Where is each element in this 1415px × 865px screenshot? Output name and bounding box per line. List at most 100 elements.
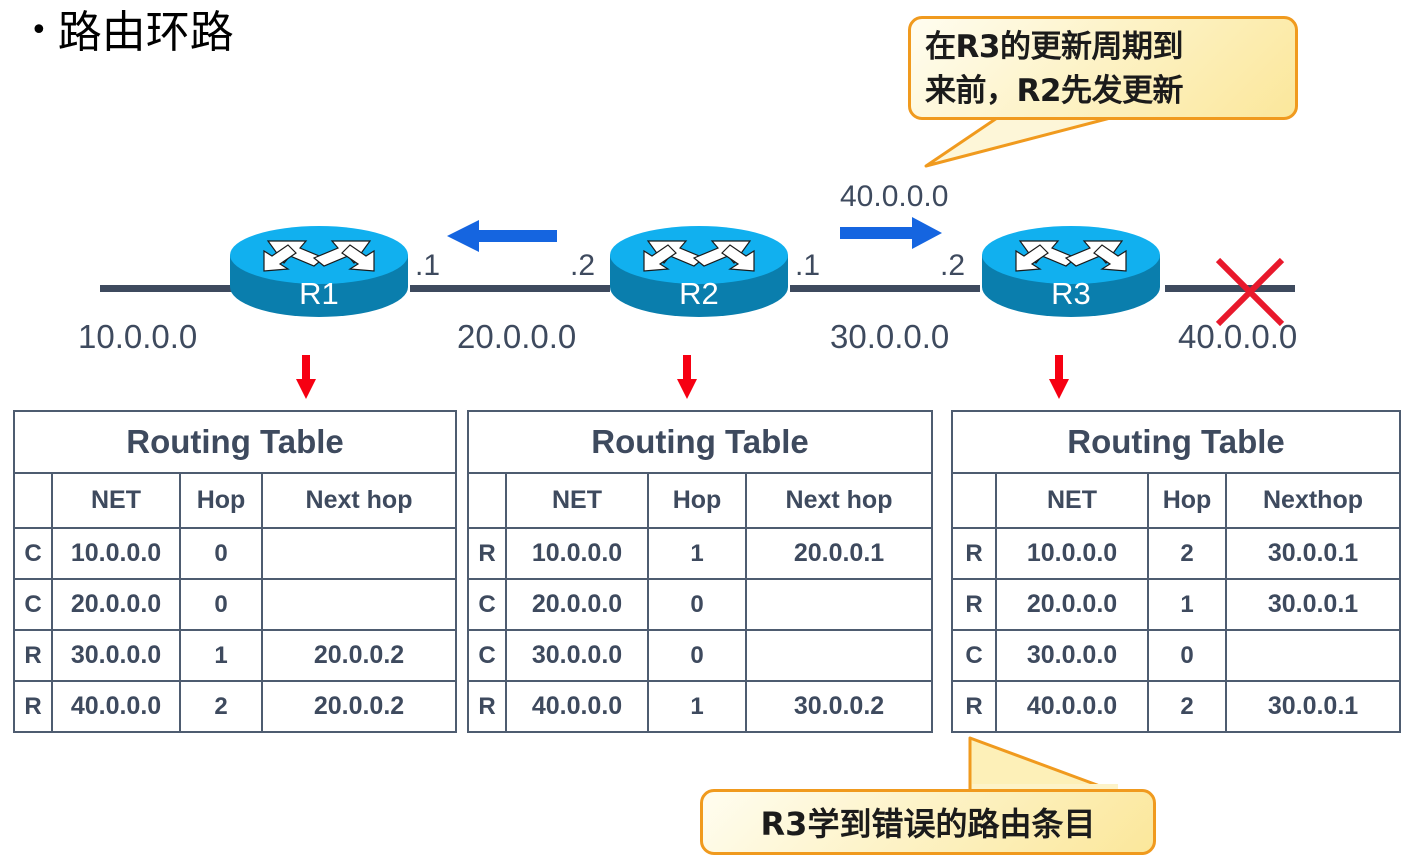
interface-label-r1-e1: .1 (415, 249, 441, 282)
cell-hop: 2 (1147, 680, 1227, 733)
cell-flag: C (951, 629, 997, 682)
cell-flag: C (467, 578, 507, 631)
routing-table-r2-title: Routing Table (467, 410, 933, 474)
interface-label-r2-e1: .1 (795, 249, 821, 282)
routing-table-r3: Routing Table NET Hop Nexthop R 10.0.0.0… (951, 410, 1401, 733)
routing-table-r2: Routing Table NET Hop Next hop R 10.0.0.… (467, 410, 933, 733)
cell-hop: 1 (647, 680, 747, 733)
router-r2: R2 (608, 225, 790, 320)
table-header-row: NET Hop Next hop (467, 472, 933, 529)
network-label-30: 30.0.0.0 (830, 318, 950, 355)
table-title-row: Routing Table (951, 410, 1401, 474)
cell-flag: R (951, 578, 997, 631)
cell-nexthop: 20.0.0.1 (745, 527, 933, 580)
cell-nexthop: 20.0.0.2 (261, 680, 457, 733)
cell-flag: R (951, 527, 997, 580)
cell-flag: R (467, 680, 507, 733)
cell-net: 20.0.0.0 (505, 578, 649, 631)
table-row: C 10.0.0.0 0 (13, 527, 457, 580)
cell-flag: C (13, 578, 53, 631)
table-row: R 10.0.0.0 1 20.0.0.1 (467, 527, 933, 580)
column-header-hop: Hop (179, 472, 263, 529)
table-title-row: Routing Table (13, 410, 457, 474)
column-header-nexthop: Next hop (261, 472, 457, 529)
cell-nexthop: 30.0.0.1 (1225, 680, 1401, 733)
callout-top-line-2: 来前，R2先发更新 (925, 73, 1183, 109)
cell-hop: 1 (647, 527, 747, 580)
network-link-10 (100, 285, 240, 292)
table-row: C 20.0.0.0 0 (467, 578, 933, 631)
routing-table-r3-title: Routing Table (951, 410, 1401, 474)
table-row: R 20.0.0.0 1 30.0.0.1 (951, 578, 1401, 631)
cell-nexthop (745, 578, 933, 631)
cell-net: 30.0.0.0 (505, 629, 649, 682)
cell-nexthop: 30.0.0.2 (745, 680, 933, 733)
page-title: • 路由环路 (30, 2, 234, 62)
column-header-nexthop: Nexthop (1225, 472, 1401, 529)
routing-table-r1: Routing Table NET Hop Next hop C 10.0.0.… (13, 410, 457, 733)
routing-table-r1-title: Routing Table (13, 410, 457, 474)
callout-top: 在R3的更新周期到 来前，R2先发更新 (908, 16, 1298, 120)
network-label-40: 40.0.0.0 (1178, 318, 1298, 355)
column-header-hop: Hop (1147, 472, 1227, 529)
callout-bottom-text: R3学到错误的路由条目 (760, 805, 1096, 843)
cell-hop: 0 (647, 629, 747, 682)
cell-flag: C (467, 629, 507, 682)
cell-hop: 1 (1147, 578, 1227, 631)
column-header-net: NET (51, 472, 181, 529)
table-row: C 30.0.0.0 0 (951, 629, 1401, 682)
cell-hop: 0 (647, 578, 747, 631)
table-row: R 40.0.0.0 2 30.0.0.1 (951, 680, 1401, 733)
cell-nexthop (261, 578, 457, 631)
cell-flag: R (13, 680, 53, 733)
column-header-hop: Hop (647, 472, 747, 529)
cell-flag: R (13, 629, 53, 682)
table-row: R 10.0.0.0 2 30.0.0.1 (951, 527, 1401, 580)
cell-net: 40.0.0.0 (505, 680, 649, 733)
callout-bottom: R3学到错误的路由条目 (700, 789, 1156, 855)
network-label-20: 20.0.0.0 (457, 318, 577, 355)
cell-hop: 0 (179, 578, 263, 631)
column-header-nexthop: Next hop (745, 472, 933, 529)
table-header-row: NET Hop Nexthop (951, 472, 1401, 529)
cell-net: 10.0.0.0 (995, 527, 1149, 580)
network-link-30 (790, 285, 980, 292)
router-r3: R3 (980, 225, 1162, 320)
cell-net: 10.0.0.0 (51, 527, 181, 580)
column-header-flag (951, 472, 997, 529)
cell-nexthop (1225, 629, 1401, 682)
table-row: R 40.0.0.0 1 30.0.0.2 (467, 680, 933, 733)
page-title-text: 路由环路 (57, 7, 234, 58)
column-header-net: NET (505, 472, 649, 529)
cell-net: 30.0.0.0 (995, 629, 1149, 682)
network-link-20 (410, 285, 610, 292)
cell-nexthop (261, 527, 457, 580)
cell-hop: 2 (179, 680, 263, 733)
table-row: R 40.0.0.0 2 20.0.0.2 (13, 680, 457, 733)
cell-nexthop: 20.0.0.2 (261, 629, 457, 682)
cell-net: 40.0.0.0 (995, 680, 1149, 733)
update-network-label: 40.0.0.0 (840, 180, 949, 213)
table-title-row: Routing Table (467, 410, 933, 474)
network-topology-diagram: R1 R2 R3 .1 . (0, 170, 1415, 370)
table-row: C 30.0.0.0 0 (467, 629, 933, 682)
pointer-arrow-r1-icon (295, 355, 317, 406)
cell-net: 40.0.0.0 (51, 680, 181, 733)
cell-flag: R (951, 680, 997, 733)
cell-hop: 2 (1147, 527, 1227, 580)
cell-flag: C (13, 527, 53, 580)
cell-hop: 0 (1147, 629, 1227, 682)
cell-net: 10.0.0.0 (505, 527, 649, 580)
cell-flag: R (467, 527, 507, 580)
table-row: C 20.0.0.0 0 (13, 578, 457, 631)
update-arrow-left-icon (445, 218, 557, 259)
cell-nexthop (745, 629, 933, 682)
callout-top-line-1: 在R3的更新周期到 (925, 29, 1183, 65)
bullet-glyph: • (30, 13, 48, 48)
interface-label-r3-e0: .2 (940, 249, 966, 282)
cell-net: 30.0.0.0 (51, 629, 181, 682)
cell-net: 20.0.0.0 (995, 578, 1149, 631)
table-header-row: NET Hop Next hop (13, 472, 457, 529)
pointer-arrow-r3-icon (1048, 355, 1070, 406)
cell-net: 20.0.0.0 (51, 578, 181, 631)
